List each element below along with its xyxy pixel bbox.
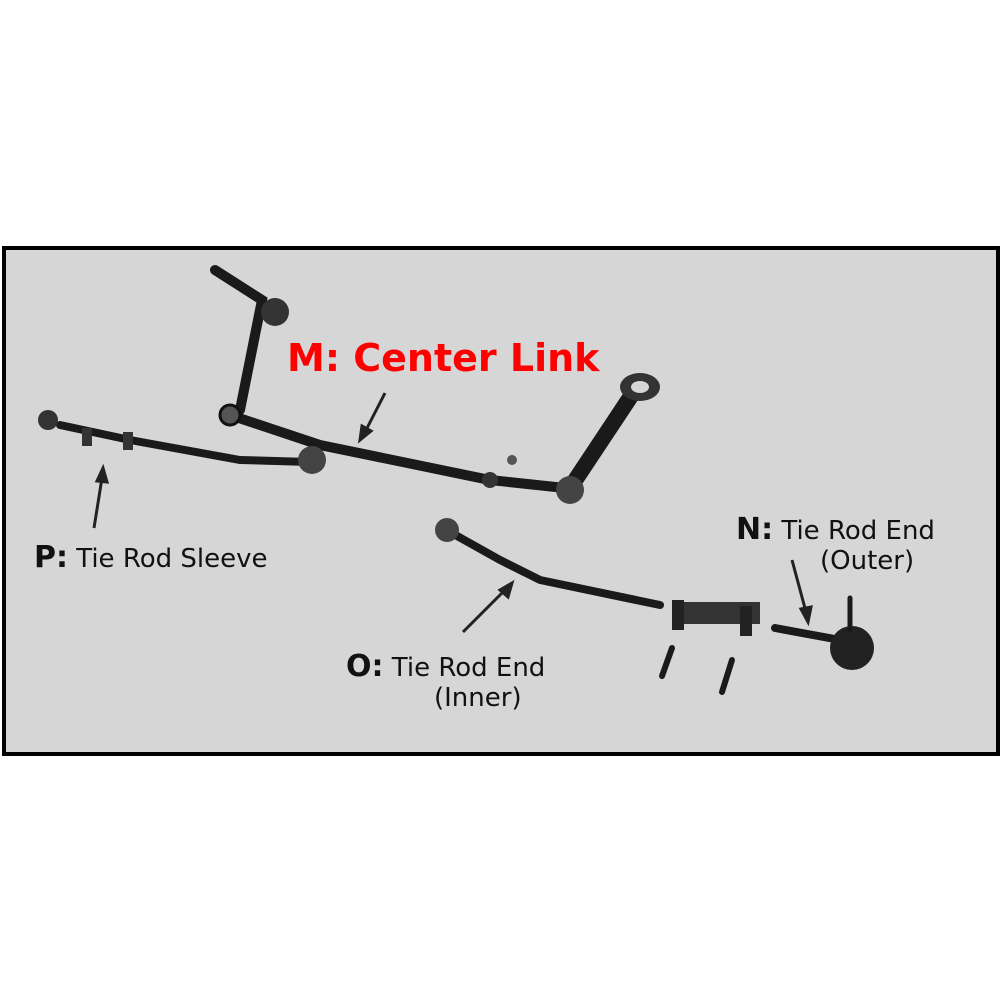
- center-link: [225, 410, 570, 493]
- label-tie-rod-end-outer: N: Tie Rod End (Outer): [736, 512, 935, 577]
- outer-tie-rod-end: [771, 624, 844, 644]
- arrow-n: [790, 559, 808, 613]
- inner-tie-rod-end: [446, 528, 664, 609]
- left-tie-rod: [56, 421, 314, 466]
- pitman-arm: [562, 382, 643, 496]
- label-tie-rod-sleeve: P: Tie Rod Sleeve: [34, 540, 268, 575]
- arrow-p: [92, 477, 104, 529]
- idler-arm: [210, 265, 268, 415]
- arrow-m: [363, 392, 387, 433]
- label-tie-rod-end-inner: O: Tie Rod End (Inner): [346, 649, 546, 714]
- center-link-title: M: Center Link: [287, 336, 600, 380]
- arrow-o: [461, 588, 507, 634]
- diagram-panel: [2, 246, 1000, 756]
